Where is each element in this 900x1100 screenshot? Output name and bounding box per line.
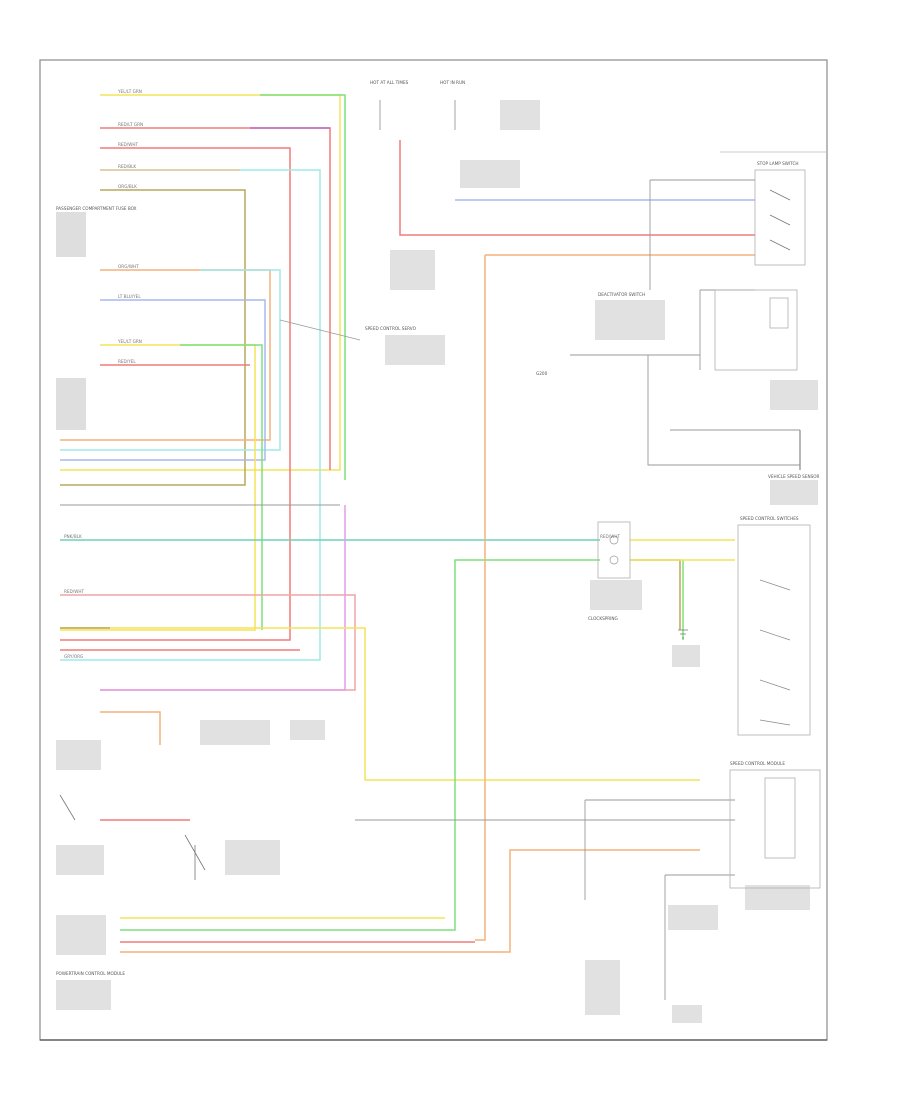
label-ground: G200 [536, 371, 548, 376]
label-deactivator: DEACTIVATOR SWITCH [598, 292, 645, 297]
wire-label: RED/WHT [600, 534, 620, 539]
diagram-frame [39, 59, 828, 1041]
label-speed-control-switches: SPEED CONTROL SWITCHES [740, 516, 799, 521]
wire-color-labels: YEL/LT GRN RED/LT GRN RED/WHT RED/BLK OR… [64, 89, 620, 659]
wire-label: YEL/LT GRN [117, 339, 142, 344]
wire-label: GRY/ORG [64, 654, 83, 659]
wire-label: ORG/BLK [118, 184, 137, 189]
label-clockspring: CLOCKSPRING [588, 616, 618, 621]
label-speed-control-module: SPEED CONTROL MODULE [730, 761, 785, 766]
wire-label: RED/BLK [118, 164, 136, 169]
wire-label: RED/YEL [118, 359, 136, 364]
clockspring-box [597, 521, 631, 579]
stop-lamp-switch-box [754, 169, 806, 266]
deactivator-switch-box [714, 289, 798, 371]
gray-wire-group [60, 100, 800, 1000]
label-fuse-box: PASSENGER COMPARTMENT FUSE BOX [56, 206, 137, 211]
label-hot-in-run: HOT IN RUN [440, 80, 465, 85]
left-switch-symbol [59, 794, 76, 821]
wire-label: ORG/WHT [118, 264, 139, 269]
speed-control-switches-box [737, 524, 811, 736]
speed-control-module-box [729, 769, 821, 889]
wire-label: RED/WHT [64, 589, 84, 594]
label-vss: VEHICLE SPEED SENSOR [768, 474, 820, 479]
label-stop-lamp-switch: STOP LAMP SWITCH [757, 161, 799, 166]
component-group [59, 151, 827, 889]
left-wire-group [60, 94, 755, 953]
label-pcm: POWERTRAIN CONTROL MODULE [56, 971, 125, 976]
wire-label: LT BLU/YEL [118, 294, 141, 299]
wire-label: YEL/LT GRN [117, 89, 142, 94]
brake-switch-symbol [184, 834, 206, 880]
wire-label: RED/LT GRN [118, 122, 143, 127]
label-servo: SPEED CONTROL SERVO [365, 326, 417, 331]
component-label-text: PASSENGER COMPARTMENT FUSE BOX SPEED CON… [56, 80, 820, 976]
label-blocks [56, 100, 818, 1023]
label-hot-at-all-times: HOT AT ALL TIMES [370, 80, 409, 85]
ground-symbol [678, 629, 688, 639]
wire-label: PNK/BLK [64, 534, 82, 539]
wire-label: RED/WHT [118, 142, 138, 147]
